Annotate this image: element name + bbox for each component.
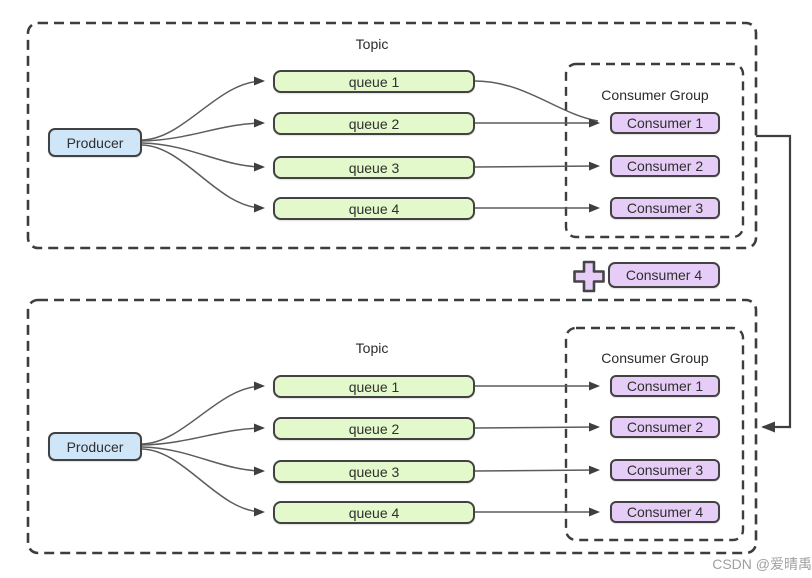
- top-consumer-1-box: Consumer 1: [610, 112, 720, 134]
- bottom-queue-consumer-arrows: [474, 381, 600, 517]
- top-queue-consumer-arrows: [474, 80, 600, 213]
- csdn-watermark: CSDN @爱晴禹: [712, 556, 812, 572]
- bottom-consumer-4-box: Consumer 4: [610, 501, 720, 523]
- bottom-consumer-1-box: Consumer 1: [610, 375, 720, 397]
- bottom-queue-4-box: queue 4: [273, 501, 475, 524]
- bottom-topic-label: Topic: [355, 340, 389, 356]
- top-queue-3-box: queue 3: [273, 156, 475, 179]
- top-consumer-3-box: Consumer 3: [610, 197, 720, 219]
- added-consumer-4-box: Consumer 4: [608, 262, 720, 288]
- bottom-queue-3-box: queue 3: [273, 460, 475, 483]
- group-rebalance-connector: [756, 134, 792, 433]
- bottom-consumer-group-border: [564, 326, 745, 542]
- top-consumer-group-border: [564, 62, 745, 239]
- bottom-producer-box: Producer: [48, 432, 142, 461]
- plus-icon: [573, 260, 605, 293]
- bottom-consumer-2-box: Consumer 2: [610, 416, 720, 438]
- bottom-producer-arrows: [141, 381, 265, 517]
- bottom-queue-2-box: queue 2: [273, 417, 475, 440]
- top-consumer-group-label: Consumer Group: [601, 87, 709, 103]
- top-section-border: [26, 21, 758, 250]
- bottom-queue-1-box: queue 1: [273, 375, 475, 398]
- top-topic-label: Topic: [355, 36, 389, 52]
- top-producer-arrows: [141, 76, 265, 213]
- top-queue-4-box: queue 4: [273, 197, 475, 220]
- top-producer-box: Producer: [48, 128, 142, 157]
- bottom-consumer-group-label: Consumer Group: [601, 350, 709, 366]
- top-queue-2-box: queue 2: [273, 112, 475, 135]
- bottom-section-border: [26, 298, 758, 555]
- top-consumer-2-box: Consumer 2: [610, 155, 720, 177]
- bottom-consumer-3-box: Consumer 3: [610, 459, 720, 481]
- top-queue-1-box: queue 1: [273, 70, 475, 93]
